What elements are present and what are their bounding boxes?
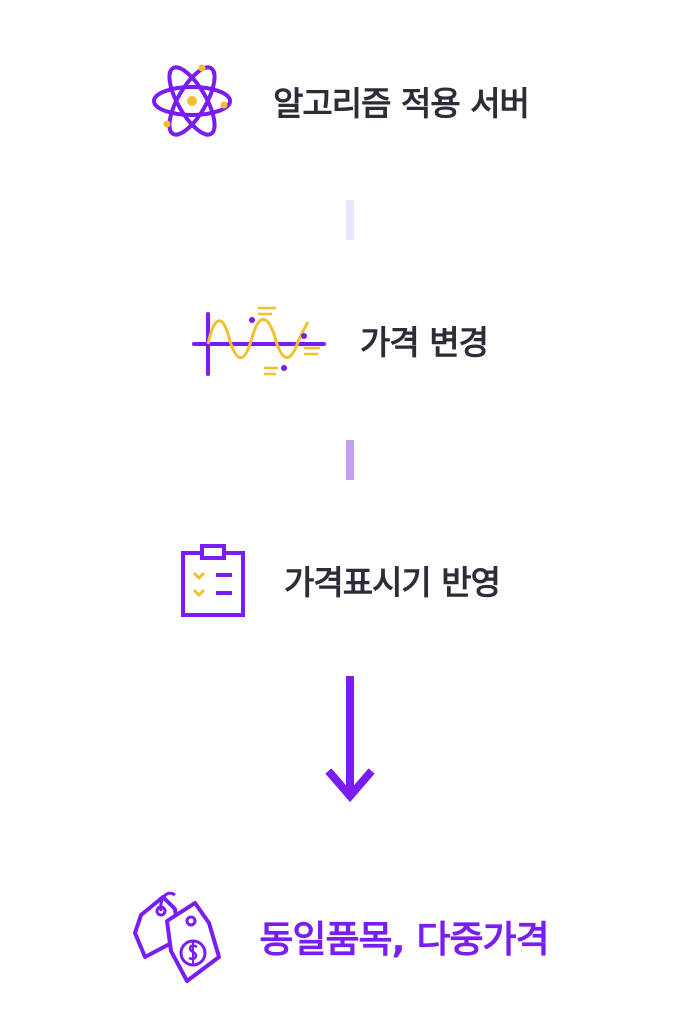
step-label: 가격 변경 xyxy=(360,323,489,362)
clipboard-checklist-icon xyxy=(180,543,246,617)
step-label: 동일품목, 다중가격 xyxy=(259,918,549,961)
step-multi-price: 동일품목, 다중가격 xyxy=(0,886,680,986)
step-label: 알고리즘 적용 서버 xyxy=(273,84,530,123)
connector-line xyxy=(346,440,354,480)
down-arrow-icon xyxy=(325,676,375,808)
step-price-change: 가격 변경 xyxy=(0,300,680,380)
step-algorithm-server: 알고리즘 적용 서버 xyxy=(0,58,680,144)
connector-line xyxy=(346,200,354,240)
price-tags-icon xyxy=(131,887,223,985)
sine-wave-chart-icon xyxy=(192,304,327,376)
atom-icon xyxy=(151,58,233,144)
step-price-display: 가격표시기 반영 xyxy=(0,540,680,620)
step-label: 가격표시기 반영 xyxy=(283,563,501,602)
